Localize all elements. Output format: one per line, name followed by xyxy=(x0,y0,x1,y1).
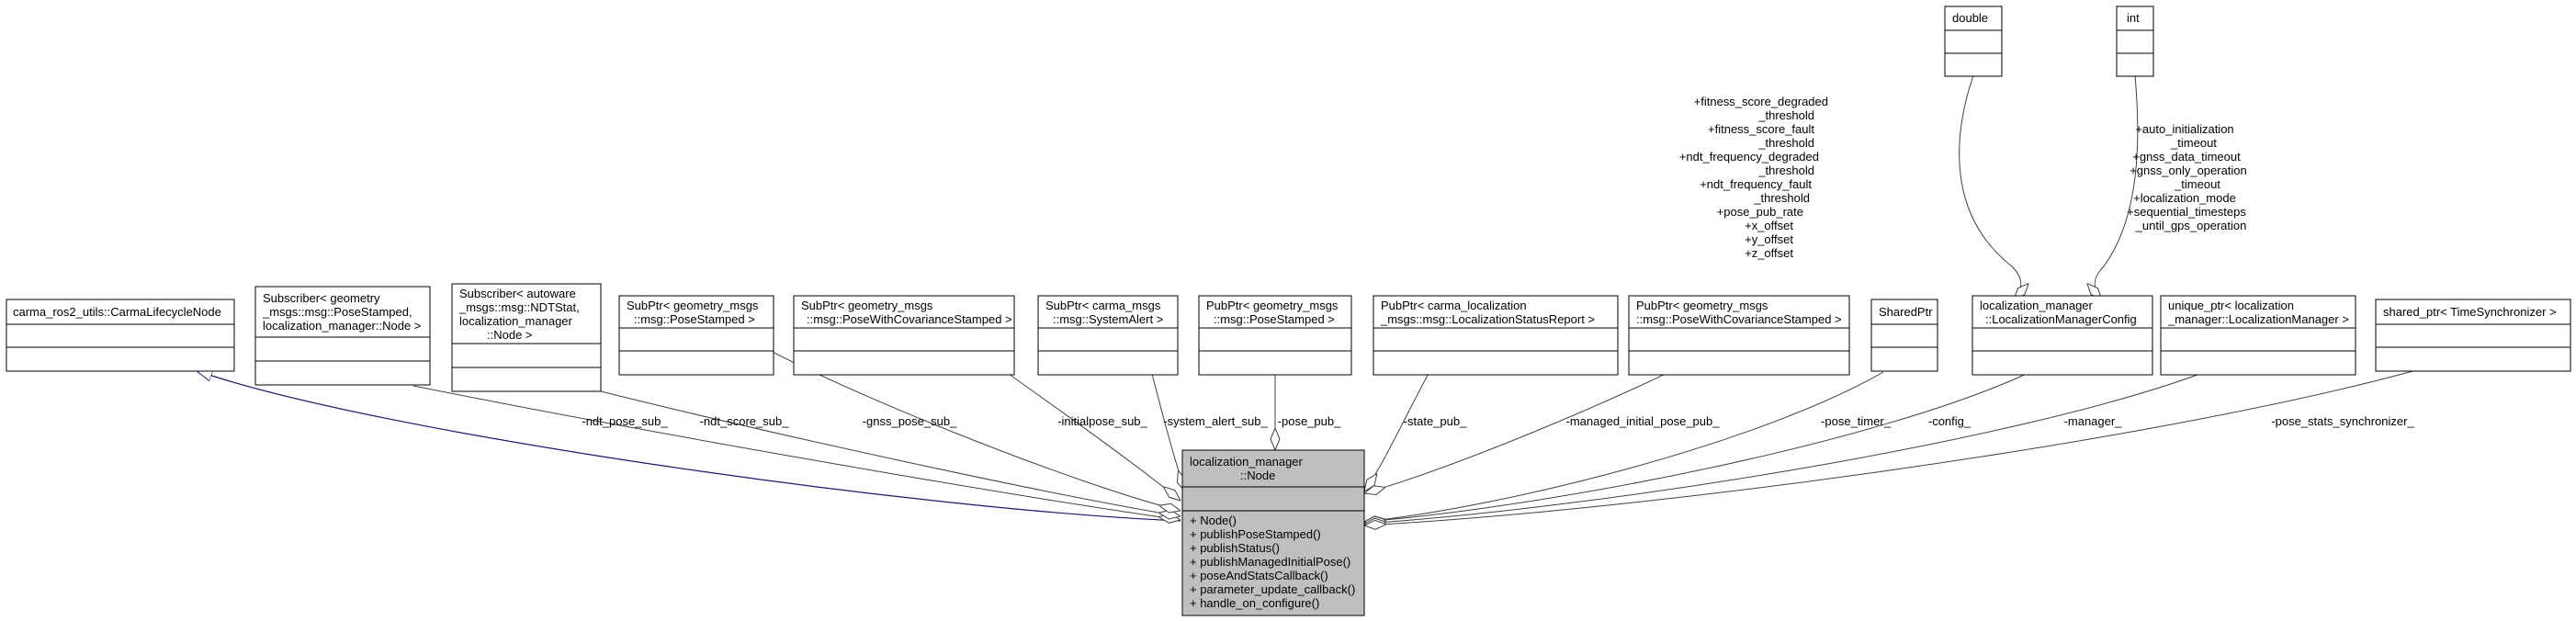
svg-text:Subscriber< geometry: Subscriber< geometry xyxy=(263,291,380,305)
svg-text:SubPtr< carma_msgs: SubPtr< carma_msgs xyxy=(1045,299,1161,312)
svg-text:+auto_initialization: +auto_initialization xyxy=(2135,122,2233,136)
node-title-line-2: ::Node xyxy=(1240,469,1275,482)
svg-text:Subscriber< autoware: Subscriber< autoware xyxy=(459,287,576,300)
label-system-alert-sub: -system_alert_sub_ xyxy=(1163,414,1268,428)
svg-text:+ndt_frequency_fault: +ndt_frequency_fault xyxy=(1700,177,1812,191)
svg-text:+gnss_data_timeout: +gnss_data_timeout xyxy=(2132,150,2241,164)
method-node: + Node() xyxy=(1190,514,1237,527)
svg-text:_threshold: _threshold xyxy=(1757,136,1814,150)
method-pose-and-stats-callback: + poseAndStatsCallback() xyxy=(1190,569,1328,582)
label-managed-initial-pose-pub: -managed_initial_pose_pub_ xyxy=(1566,414,1721,428)
method-publish-status: + publishStatus() xyxy=(1190,541,1280,555)
label-state-pub: -state_pub_ xyxy=(1404,414,1467,428)
method-parameter-update-callback: + parameter_update_callback() xyxy=(1190,582,1355,596)
label-ndt-score-sub: -ndt_score_sub_ xyxy=(700,414,790,428)
svg-text:localization_manager: localization_manager xyxy=(1980,299,2094,312)
inheritance-edge xyxy=(196,369,1181,522)
svg-text:_msgs::msg::LocalizationStatus: _msgs::msg::LocalizationStatusReport > xyxy=(1380,312,1595,326)
svg-text:_manager::LocalizationManager: _manager::LocalizationManager > xyxy=(2167,312,2349,326)
svg-text:+fitness_score_fault: +fitness_score_fault xyxy=(1708,122,1814,136)
svg-text:_threshold: _threshold xyxy=(1753,191,1810,205)
label-config: -config_ xyxy=(1928,414,1972,428)
method-publish-pose-stamped: + publishPoseStamped() xyxy=(1190,527,1321,541)
svg-text:localization_manager::Node >: localization_manager::Node > xyxy=(263,319,421,333)
svg-text:+fitness_score_degraded: +fitness_score_degraded xyxy=(1694,95,1828,108)
double-members-label: +fitness_score_degraded _threshold +fitn… xyxy=(1679,95,1828,260)
svg-text:SubPtr< geometry_msgs: SubPtr< geometry_msgs xyxy=(627,299,759,312)
edge-ndt-pose-sub xyxy=(412,385,1181,520)
svg-text:_until_gps_operation: _until_gps_operation xyxy=(2135,219,2247,232)
svg-text:+sequential_timesteps: +sequential_timesteps xyxy=(2127,205,2246,219)
class-pubptr-pose-stamped[interactable]: PubPtr< geometry_msgs ::msg::PoseStamped… xyxy=(1198,295,1352,376)
label-gnss-pose-sub: -gnss_pose_sub_ xyxy=(863,414,957,428)
node-title-line-1: localization_manager xyxy=(1190,455,1304,469)
class-subscriber-ndt-stat[interactable]: Subscriber< autoware _msgs::msg::NDTStat… xyxy=(451,283,602,392)
class-subptr-pose-with-covariance-stamped[interactable]: SubPtr< geometry_msgs ::msg::PoseWithCov… xyxy=(793,295,1015,376)
svg-text:_threshold: _threshold xyxy=(1757,108,1814,122)
svg-text:::msg::PoseStamped >: ::msg::PoseStamped > xyxy=(1214,312,1335,326)
label-initialpose-sub: -initialpose_sub_ xyxy=(1057,414,1147,428)
class-pubptr-localization-status-report[interactable]: PubPtr< carma_localization _msgs::msg::L… xyxy=(1373,295,1619,376)
class-sharedptr[interactable]: SharedPtr xyxy=(1870,299,1938,372)
svg-text:::msg::PoseWithCovarianceStamp: ::msg::PoseWithCovarianceStamped > xyxy=(1636,312,1842,326)
class-pubptr-pose-with-covariance-stamped[interactable]: PubPtr< geometry_msgs ::msg::PoseWithCov… xyxy=(1628,295,1850,376)
class-int[interactable]: int xyxy=(2116,6,2154,77)
label-pose-stats-synchronizer: -pose_stats_synchronizer_ xyxy=(2271,414,2414,428)
svg-text:PubPtr< geometry_msgs: PubPtr< geometry_msgs xyxy=(1206,299,1339,312)
svg-text:localization_manager: localization_manager xyxy=(459,314,573,328)
class-localization-manager-config[interactable]: localization_manager ::LocalizationManag… xyxy=(1972,295,2153,376)
svg-text:unique_ptr< localization: unique_ptr< localization xyxy=(2168,299,2294,312)
svg-text:::Node >: ::Node > xyxy=(487,328,533,342)
class-double[interactable]: double xyxy=(1944,6,2003,77)
svg-text:+x_offset: +x_offset xyxy=(1745,219,1793,232)
edge-manager xyxy=(1364,371,2206,524)
class-unique-ptr-localization-manager[interactable]: unique_ptr< localization _manager::Local… xyxy=(2160,295,2356,376)
class-carma-lifecycle-node[interactable]: carma_ros2_utils::CarmaLifecycleNode xyxy=(6,299,235,372)
label-manager: -manager_ xyxy=(2064,414,2123,428)
svg-text:int: int xyxy=(2127,11,2140,25)
class-boxes: carma_ros2_utils::CarmaLifecycleNode Sub… xyxy=(6,6,2571,616)
label-ndt-pose-sub: -ndt_pose_sub_ xyxy=(582,414,668,428)
svg-text:_timeout: _timeout xyxy=(2174,177,2220,191)
svg-text:+localization_mode: +localization_mode xyxy=(2133,191,2236,205)
svg-text:_msgs::msg::PoseStamped,: _msgs::msg::PoseStamped, xyxy=(262,305,412,319)
edge-double-members xyxy=(1959,74,2021,299)
edge-labels: -ndt_pose_sub_ -ndt_score_sub_ -gnss_pos… xyxy=(582,414,2414,428)
edge-pose-timer xyxy=(1364,371,1884,522)
svg-text:+gnss_only_operation: +gnss_only_operation xyxy=(2130,164,2247,177)
svg-text:double: double xyxy=(1952,11,1988,25)
svg-text:SubPtr< geometry_msgs: SubPtr< geometry_msgs xyxy=(801,299,933,312)
class-subptr-pose-stamped[interactable]: SubPtr< geometry_msgs ::msg::PoseStamped… xyxy=(618,295,774,376)
label-pose-pub: -pose_pub_ xyxy=(1278,414,1341,428)
edge-int-members xyxy=(2095,74,2139,299)
svg-text:PubPtr< carma_localization: PubPtr< carma_localization xyxy=(1381,299,1527,312)
svg-text:+pose_pub_rate: +pose_pub_rate xyxy=(1717,205,1803,219)
edge-config xyxy=(1364,371,2031,522)
method-publish-managed-initial-pose: + publishManagedInitialPose() xyxy=(1190,555,1350,569)
edge-pose-stats-synchronizer xyxy=(1364,369,2417,525)
svg-text:shared_ptr< TimeSynchronizer >: shared_ptr< TimeSynchronizer > xyxy=(2383,305,2557,319)
svg-text:::msg::PoseStamped >: ::msg::PoseStamped > xyxy=(634,312,755,326)
svg-text:_timeout: _timeout xyxy=(2170,136,2217,150)
svg-text:PubPtr< geometry_msgs: PubPtr< geometry_msgs xyxy=(1636,299,1768,312)
svg-text:::msg::PoseWithCovarianceStamp: ::msg::PoseWithCovarianceStamped > xyxy=(807,312,1012,326)
svg-text:carma_ros2_utils::CarmaLifecyc: carma_ros2_utils::CarmaLifecycleNode xyxy=(13,305,221,319)
svg-text:_threshold: _threshold xyxy=(1757,164,1814,177)
svg-text:+z_offset: +z_offset xyxy=(1745,246,1793,260)
svg-text:::LocalizationManagerConfig: ::LocalizationManagerConfig xyxy=(1985,312,2137,326)
svg-text:_msgs::msg::NDTStat,: _msgs::msg::NDTStat, xyxy=(458,300,580,314)
svg-text:::msg::SystemAlert >: ::msg::SystemAlert > xyxy=(1053,312,1163,326)
method-handle-on-configure: + handle_on_configure() xyxy=(1190,596,1319,610)
class-subptr-system-alert[interactable]: SubPtr< carma_msgs ::msg::SystemAlert > xyxy=(1037,295,1179,376)
svg-text:+ndt_frequency_degraded: +ndt_frequency_degraded xyxy=(1679,150,1819,164)
svg-text:+y_offset: +y_offset xyxy=(1745,232,1793,246)
edge-ndt-score-sub xyxy=(596,390,1181,516)
class-shared-ptr-time-synchronizer[interactable]: shared_ptr< TimeSynchronizer > xyxy=(2375,299,2571,372)
svg-text:SharedPtr: SharedPtr xyxy=(1879,305,1933,319)
int-members-label: +auto_initialization _timeout +gnss_data… xyxy=(2127,122,2247,232)
class-localization-manager-node[interactable]: localization_manager ::Node + Node() + p… xyxy=(1181,449,1365,616)
label-pose-timer: -pose_timer_ xyxy=(1821,414,1892,428)
class-subscriber-pose-stamped[interactable]: Subscriber< geometry _msgs::msg::PoseSta… xyxy=(254,286,431,386)
